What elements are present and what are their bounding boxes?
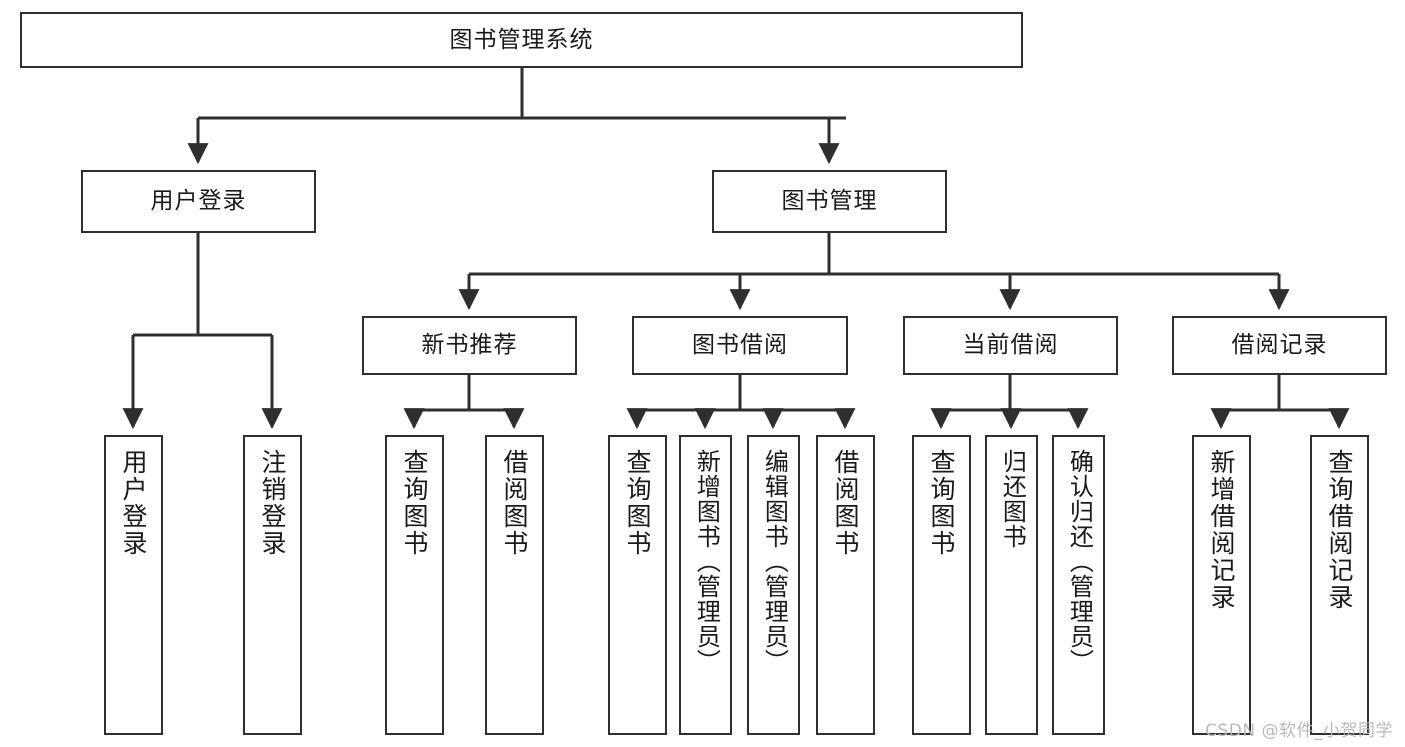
node-label: 图书管理 [781,188,878,215]
node-label: 新增借阅记录 [1207,449,1236,611]
node-root-system[interactable]: 图书管理系统 [20,12,1023,68]
watermark: CSDN @软件_小贺同学 [1205,721,1393,741]
node-book-borrow[interactable]: 图书借阅 [632,316,848,375]
node-label: 编辑图书（管理员） [760,449,789,674]
node-leaf-user-login[interactable]: 用户登录 [104,435,163,735]
node-label: 用户登录 [150,188,247,215]
node-book-manage[interactable]: 图书管理 [712,170,947,233]
node-label: 当前借阅 [962,332,1059,359]
node-label: 确认归还（管理员） [1065,449,1094,674]
node-leaf-add-borrow-record[interactable]: 新增借阅记录 [1192,435,1251,735]
node-leaf-confirm-return-admin[interactable]: 确认归还（管理员） [1052,435,1105,735]
node-borrow-record[interactable]: 借阅记录 [1172,316,1387,375]
node-user-login[interactable]: 用户登录 [81,170,316,233]
node-label: 查询图书 [623,449,652,557]
node-leaf-query-borrow-record[interactable]: 查询借阅记录 [1310,435,1369,735]
node-label: 注销登录 [258,449,287,557]
node-label: 借阅记录 [1231,332,1328,359]
node-label: 图书借阅 [692,332,788,359]
node-leaf-borrow-book[interactable]: 借阅图书 [816,435,875,735]
node-leaf-add-book-admin[interactable]: 新增图书（管理员） [679,435,732,735]
node-leaf-borrow-book-recommend[interactable]: 借阅图书 [485,435,544,735]
node-leaf-logout[interactable]: 注销登录 [243,435,302,735]
node-label: 新书推荐 [421,332,518,359]
node-label: 查询图书 [400,449,429,557]
node-label: 借阅图书 [500,449,529,557]
node-leaf-query-book-current[interactable]: 查询图书 [912,435,971,735]
node-label: 用户登录 [119,449,148,557]
node-label: 图书管理系统 [449,26,594,53]
node-leaf-query-book-borrow[interactable]: 查询图书 [608,435,667,735]
node-new-book-recommend[interactable]: 新书推荐 [362,316,577,375]
node-label: 查询图书 [927,449,956,557]
node-leaf-query-book-recommend[interactable]: 查询图书 [385,435,444,735]
node-label: 新增图书（管理员） [692,449,721,674]
node-leaf-edit-book-admin[interactable]: 编辑图书（管理员） [747,435,800,735]
node-leaf-return-book[interactable]: 归还图书 [985,435,1038,735]
node-label: 查询借阅记录 [1325,449,1354,611]
node-current-borrow[interactable]: 当前借阅 [903,316,1118,375]
node-label: 归还图书 [998,449,1027,549]
node-label: 借阅图书 [831,449,860,557]
